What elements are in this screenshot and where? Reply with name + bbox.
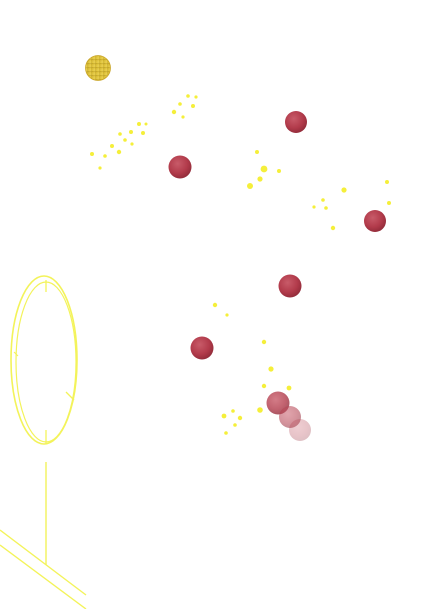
red-ball[interactable] — [168, 155, 192, 179]
hoop-stand — [0, 462, 87, 609]
hoop-ring — [10, 275, 78, 445]
red-ball-fading — [289, 419, 311, 441]
red-balls — [168, 111, 386, 441]
red-ball[interactable] — [364, 210, 386, 232]
gold-ball[interactable] — [85, 55, 111, 81]
red-ball[interactable] — [285, 111, 307, 133]
sparkle-particles — [90, 94, 391, 435]
red-ball[interactable] — [190, 336, 214, 360]
red-ball[interactable] — [278, 274, 302, 298]
